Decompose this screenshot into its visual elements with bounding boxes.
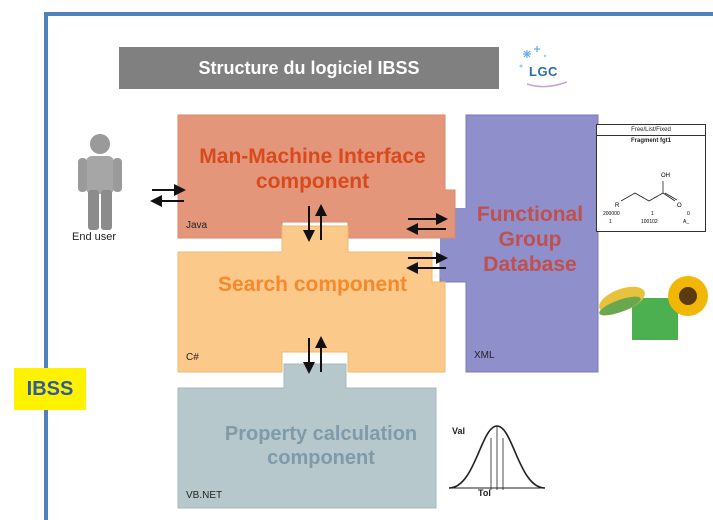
ibss-badge: IBSS [14,368,86,410]
mmi-title: Man-Machine Interface component [199,145,426,194]
chem-atom-oh: OH [661,173,670,179]
chem-atom-r: R [615,203,620,209]
gauss-val-label: Val [452,426,466,436]
search-title: Search component [217,273,408,296]
database-title: Functional Group Database [476,203,584,277]
gaussian-curve-icon [448,425,546,490]
database-language: XML [474,350,495,361]
chem-atom-o: O [677,203,682,209]
matrix-right-0: 0 [687,211,690,217]
mmi-language: Java [186,220,208,231]
matrix-mid-0: 1 [651,211,654,217]
chem-fragment-card: Free/List/Fixed Fragment fgt1 OH O R 200… [596,124,706,232]
property-title: Property calculation component [224,423,418,469]
search-language: C# [186,352,199,363]
matrix-left-0: 200000 [603,211,620,217]
property-language: VB.NET [186,490,223,501]
molecule-diagram: OH O R 200000 1 1 100102 0 A_ [603,173,690,225]
slide-title: Structure du logiciel IBSS [119,47,499,89]
gauss-tol-label: Tol [478,488,491,498]
matrix-right-1: A_ [683,219,689,225]
matrix-left-1: 1 [609,219,612,225]
slide-frame [44,12,713,520]
search-block [177,225,446,373]
plant-images [599,276,708,340]
chem-fragment-title: Fragment fgt1 [630,138,671,144]
chem-card-header: Free/List/Fixed [597,125,705,136]
person-icon [78,134,122,230]
property-block [177,363,437,509]
end-user-label: End user [72,231,117,243]
matrix-mid-1: 100102 [641,219,658,225]
lgc-logo-icon [519,46,568,88]
lgc-logo-text: LGC [529,64,558,79]
